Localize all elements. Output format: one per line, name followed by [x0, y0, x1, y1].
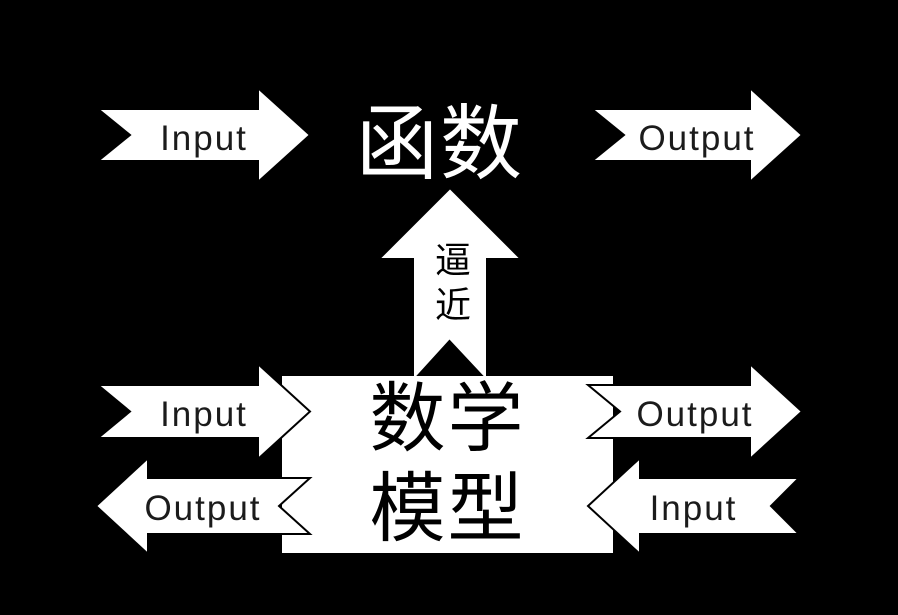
mid-input-arrow — [95, 361, 312, 462]
low-output-arrow — [94, 455, 313, 557]
function-title: 函数 — [355, 98, 524, 190]
top-input-arrow — [95, 85, 312, 185]
approx-up-arrow — [376, 186, 524, 384]
low-input-arrow — [586, 455, 802, 557]
approx-arrow-label: 逼近 — [430, 241, 471, 331]
model-box-title: 数学 模型 — [369, 376, 526, 552]
top-output-arrow — [589, 85, 804, 185]
mid-output-arrow — [585, 361, 804, 462]
model-box — [282, 376, 613, 553]
